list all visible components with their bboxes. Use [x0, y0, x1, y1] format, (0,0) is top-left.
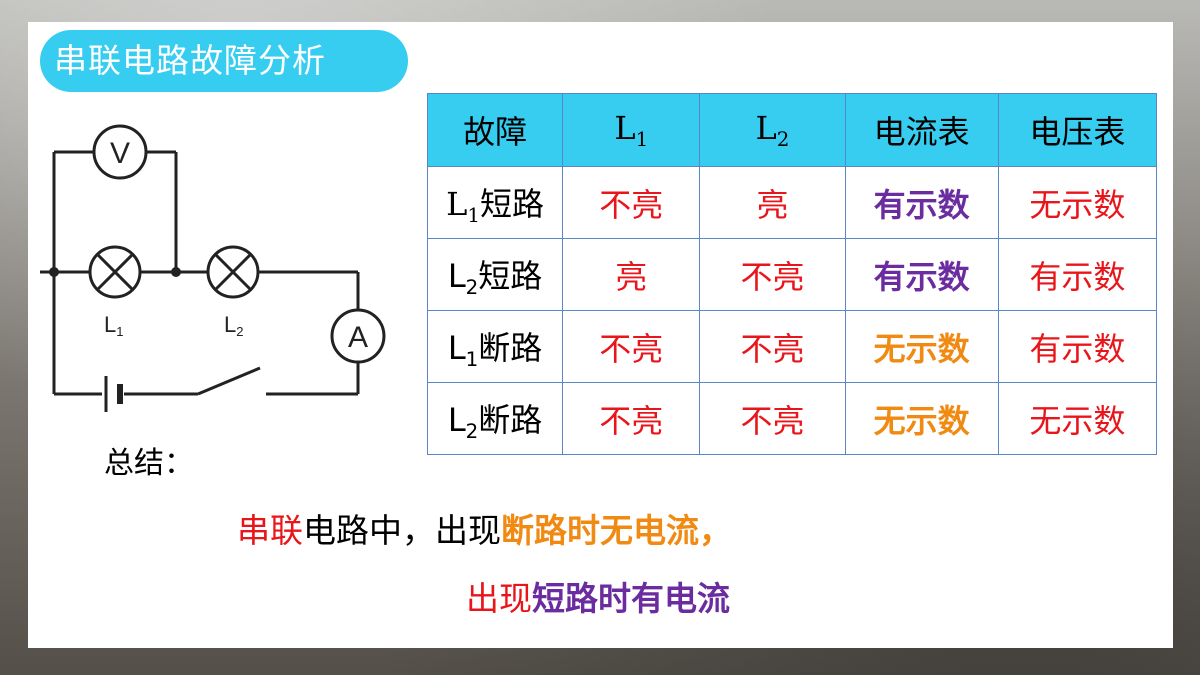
- cell-l1: 不亮: [562, 166, 701, 239]
- lamp1-symbol: [88, 245, 142, 299]
- conclusion-text: 电路中，出现: [303, 511, 501, 550]
- fault-table: 故障 L1 L2 电流表 电压表 L1短路 不亮 亮 有示数 无示数 L2短路 …: [426, 93, 1158, 455]
- cell-voltmeter: 无示数: [997, 166, 1158, 239]
- cell-ammeter: 无示数: [844, 382, 999, 455]
- cell-voltmeter: 有示数: [997, 238, 1158, 311]
- table-row: L1短路 不亮 亮 有示数 无示数: [426, 166, 1158, 239]
- cell-l2: 亮: [699, 166, 846, 239]
- conclusion-line-1: 串联电路中，出现断路时无电流，: [237, 504, 732, 552]
- circuit-diagram: V L1 L2 A: [40, 124, 386, 412]
- cell-fault: L2断路: [426, 382, 564, 455]
- cell-l2: 不亮: [699, 238, 846, 311]
- lamp2-symbol: [206, 245, 260, 299]
- cell-voltmeter: 无示数: [997, 382, 1158, 455]
- cell-l1: 不亮: [562, 310, 701, 383]
- conclusion-short-circuit: 短路时有电流: [532, 579, 730, 618]
- cell-l2: 不亮: [699, 310, 846, 383]
- header-l2: L2: [699, 93, 846, 167]
- lamp1-label: L1: [104, 312, 123, 339]
- cell-fault: L2短路: [426, 238, 564, 311]
- cell-l1: 亮: [562, 238, 701, 311]
- voltmeter-label: V: [110, 137, 130, 170]
- cell-voltmeter: 有示数: [997, 310, 1158, 383]
- slide-title: 串联电路故障分析: [40, 30, 408, 92]
- cell-l1: 不亮: [562, 382, 701, 455]
- cell-ammeter: 无示数: [844, 310, 999, 383]
- junction-dot-left: [49, 267, 59, 277]
- header-l1: L1: [562, 93, 701, 167]
- cell-fault: L1断路: [426, 310, 564, 383]
- ammeter-symbol: A: [330, 308, 386, 364]
- junction-dot-mid: [171, 267, 181, 277]
- table-header-row: 故障 L1 L2 电流表 电压表: [426, 93, 1158, 167]
- cell-fault: L1短路: [426, 166, 564, 239]
- lamp2-label: L2: [224, 312, 243, 339]
- header-voltmeter: 电压表: [997, 93, 1158, 167]
- cell-l2: 不亮: [699, 382, 846, 455]
- conclusion-open-circuit: 断路时无电流，: [501, 511, 732, 550]
- conclusion-series: 串联: [237, 511, 303, 550]
- table-row: L1断路 不亮 不亮 无示数 有示数: [426, 310, 1158, 383]
- table-row: L2断路 不亮 不亮 无示数 无示数: [426, 382, 1158, 455]
- voltmeter-symbol: V: [92, 124, 148, 180]
- header-ammeter: 电流表: [844, 93, 999, 167]
- table-row: L2短路 亮 不亮 有示数 有示数: [426, 238, 1158, 311]
- conclusion-line-2: 出现短路时有电流: [466, 572, 730, 620]
- cell-ammeter: 有示数: [844, 166, 999, 239]
- ammeter-label: A: [348, 321, 368, 354]
- conclusion-appear: 出现: [466, 579, 532, 618]
- header-fault: 故障: [426, 93, 564, 167]
- cell-ammeter: 有示数: [844, 238, 999, 311]
- summary-label: 总结：: [104, 446, 194, 481]
